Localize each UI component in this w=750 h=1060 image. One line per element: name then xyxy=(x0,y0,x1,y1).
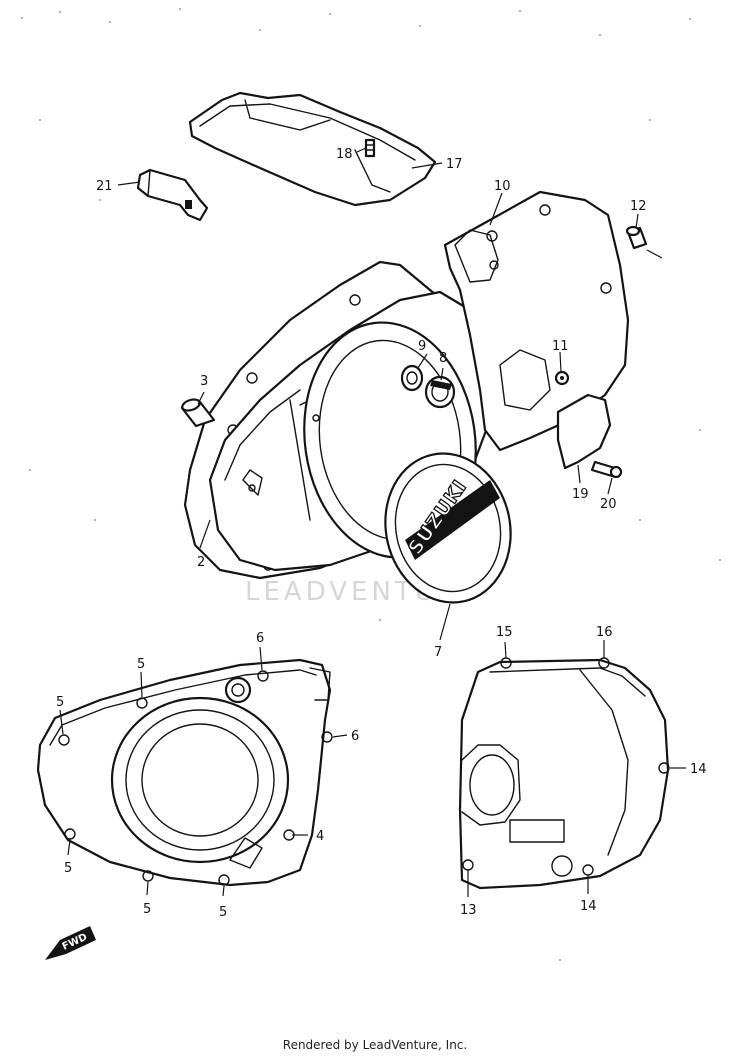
callout-10: 10 xyxy=(494,179,511,194)
part-3-dowel xyxy=(180,398,216,428)
callout-7: 7 xyxy=(434,645,442,660)
callout-4: 4 xyxy=(316,829,324,844)
callout-5-top: 5 xyxy=(137,657,145,672)
callout-14-bottom: 14 xyxy=(580,899,597,914)
callout-17: 17 xyxy=(446,157,463,172)
callout-3: 3 xyxy=(200,374,208,389)
part-9-oil-seal xyxy=(400,364,424,392)
part-11-bolt xyxy=(554,370,570,386)
callout-13: 13 xyxy=(460,903,477,918)
callout-8: 8 xyxy=(439,351,447,366)
callout-15: 15 xyxy=(496,625,513,640)
callout-5-bottom-left: 5 xyxy=(64,861,72,876)
lower-right-sprocket-cover xyxy=(458,657,670,890)
part-12-dowel xyxy=(625,225,648,250)
leader-lines xyxy=(59,147,686,897)
part-8-plug xyxy=(424,375,456,409)
callout-11: 11 xyxy=(552,339,569,354)
callout-12: 12 xyxy=(630,199,647,214)
part-19-small-cover xyxy=(556,393,612,470)
callout-9: 9 xyxy=(418,339,426,354)
part-18-screw xyxy=(364,138,376,158)
callout-5-bottom-right: 5 xyxy=(219,905,227,920)
callout-18: 18 xyxy=(336,147,353,162)
callout-19: 19 xyxy=(572,487,589,502)
scan-noise xyxy=(21,8,721,961)
callout-14-right: 14 xyxy=(690,762,707,777)
forward-direction-marker: FWD xyxy=(45,926,96,960)
footer-credit: Rendered by LeadVenture, Inc. xyxy=(282,1038,468,1052)
part-20-screw xyxy=(590,460,623,479)
callout-6-top: 6 xyxy=(256,631,264,646)
callout-5-left: 5 xyxy=(56,695,64,710)
callout-20: 20 xyxy=(600,497,617,512)
callout-6-right: 6 xyxy=(351,729,359,744)
callout-21: 21 xyxy=(96,179,113,194)
lower-left-stator-cover xyxy=(36,658,333,887)
callout-16: 16 xyxy=(596,625,613,640)
callout-5-bottom: 5 xyxy=(143,902,151,917)
callout-labels: 2 3 4 5 5 5 5 5 6 6 7 8 9 10 11 12 13 14… xyxy=(56,147,707,920)
part-21-bracket xyxy=(136,168,209,222)
part-17-top-cover xyxy=(188,91,437,207)
callout-2: 2 xyxy=(197,555,205,570)
suzuki-emblem: SUZUKI xyxy=(384,452,512,604)
